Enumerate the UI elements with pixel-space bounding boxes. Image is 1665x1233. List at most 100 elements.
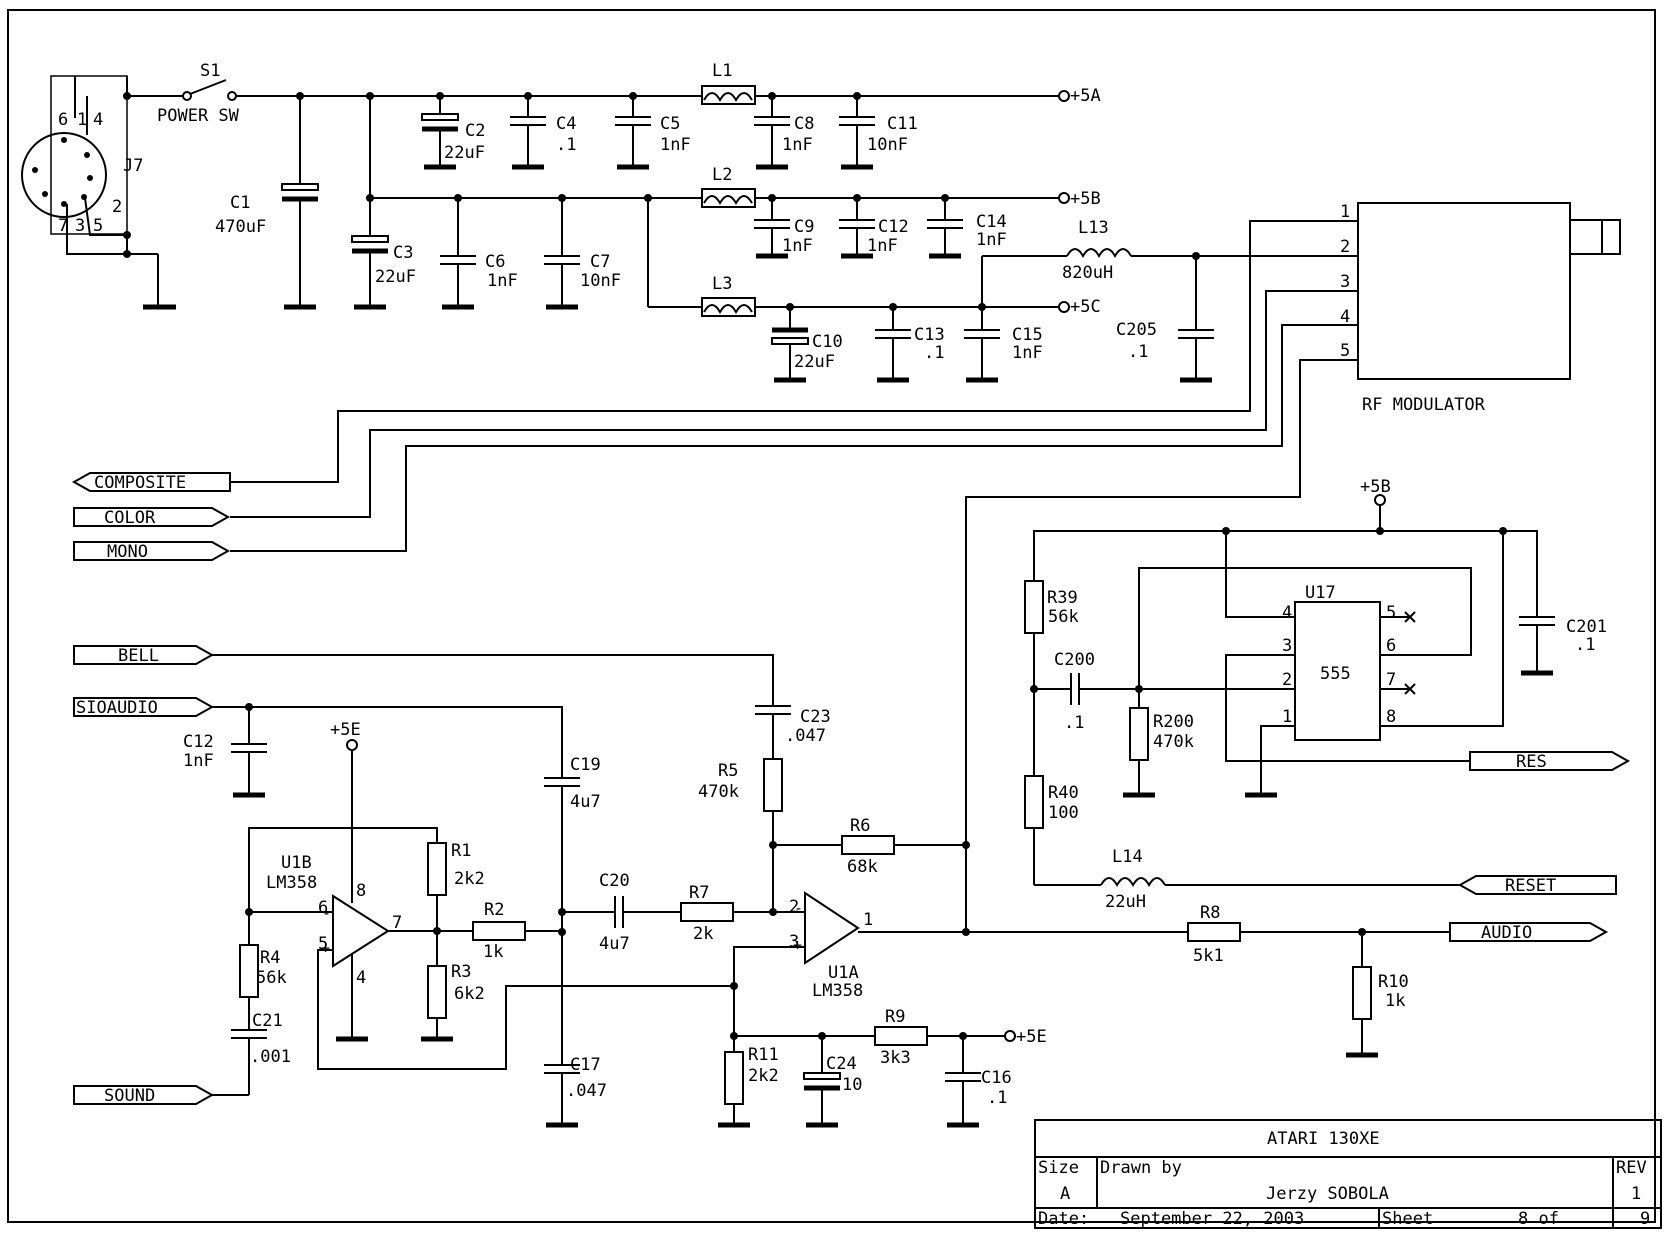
capacitor-c11: C11 10nF: [839, 96, 918, 170]
c6-ref: C6: [485, 252, 505, 272]
title-sheet: 8 of: [1518, 1209, 1559, 1229]
r1-ref: R1: [451, 841, 471, 861]
rf-pin-3: 3: [1340, 272, 1350, 292]
c23-ref: C23: [800, 707, 831, 727]
j7-pin-4: 4: [93, 110, 103, 130]
u17-pin-7: 7: [1386, 670, 1396, 690]
c21-value: .047: [566, 1081, 607, 1101]
port-mono: MONO: [73, 541, 231, 562]
title-sheet-label: Sheet: [1382, 1209, 1433, 1229]
capacitor-c12-bottom: C12 1nF: [183, 707, 267, 798]
rail-5b-terminal: [1058, 192, 1070, 204]
port-reset-label: RESET: [1505, 876, 1556, 896]
capacitor-c19: C19 4u7: [544, 755, 601, 1065]
r39-ref: R39: [1047, 588, 1078, 608]
capacitor-c205: C205 .1: [1116, 256, 1214, 383]
l2-ref: L2: [712, 165, 732, 185]
r10-ref: R10: [1378, 972, 1409, 992]
port-res: RES: [1469, 751, 1631, 772]
r6-value: 68k: [847, 857, 878, 877]
title-rev-label: REV: [1616, 1158, 1647, 1178]
c3-ref: C3: [393, 243, 413, 263]
c10-ref: C10: [812, 332, 843, 352]
resistor-r200: R200 470k: [1123, 689, 1194, 798]
c21-ref: C17: [570, 1055, 601, 1075]
c13-ref: C13: [914, 325, 945, 345]
port-audio-label: AUDIO: [1481, 923, 1532, 943]
svg-text:-: -: [794, 899, 803, 917]
c12-top-ref: C12: [878, 217, 909, 237]
c12-bottom-value: 1nF: [183, 751, 214, 771]
port-res-label: RES: [1516, 752, 1547, 772]
resistor-r39: R39 56k: [1024, 580, 1079, 776]
power-switch: S1 POWER SW: [127, 61, 240, 126]
r2-value: 1k: [483, 942, 503, 962]
c201-value: .1: [1575, 635, 1595, 655]
c5-value: 1nF: [660, 135, 691, 155]
capacitor-c12-top: C12 1nF: [839, 198, 909, 259]
u1a-pin-1: 1: [863, 910, 873, 930]
title-sheet-total: 9: [1640, 1209, 1650, 1229]
r10-value: 1k: [1385, 991, 1405, 1011]
inductor-l1: L1: [701, 61, 756, 105]
c1-value: 470uF: [215, 217, 266, 237]
c24-ref: C24: [826, 1054, 857, 1074]
capacitor-c21: C17 .047: [544, 1055, 607, 1128]
c17-value: .001: [250, 1047, 291, 1067]
port-color-label: COLOR: [104, 508, 156, 528]
r9-value: 3k3: [880, 1048, 911, 1068]
u1a-part: LM358: [812, 981, 863, 1001]
capacitor-c6: C6 1nF: [440, 198, 518, 310]
capacitor-c20: C20 4u7: [599, 871, 630, 954]
r40-value: 100: [1048, 803, 1079, 823]
c14-ref: C14: [976, 212, 1007, 232]
nc-pin7-icon: [1404, 683, 1416, 695]
c200-value: .1: [1064, 713, 1084, 733]
u1a-pin-2: 2: [789, 897, 799, 917]
resistor-r9: R9 3k3: [874, 1007, 928, 1068]
u17-pin-6: 6: [1386, 636, 1396, 656]
r7-value: 2k: [693, 924, 713, 944]
resistor-r5: R5 470k: [698, 758, 783, 912]
resistor-r40: R40 100: [1024, 775, 1079, 885]
s1-name: POWER SW: [157, 106, 240, 126]
c4-value: .1: [556, 135, 576, 155]
r200-value: 470k: [1153, 732, 1194, 752]
r4-ref: R4: [260, 948, 280, 968]
u1a-pin-3: 3: [789, 932, 799, 952]
opamp-u1b: - + U1B LM358 6 5 7 8 4: [266, 853, 402, 988]
port-bell-label: BELL: [118, 646, 159, 666]
port-bell: BELL: [73, 645, 215, 666]
u17-pin-8: 8: [1386, 707, 1396, 727]
c5-ref: C5: [660, 114, 680, 134]
c19-value: 4u7: [570, 792, 601, 812]
title-date-label: Date:: [1038, 1209, 1089, 1229]
rail-5b2-label: +5B: [1360, 477, 1391, 497]
c11-ref: C11: [887, 114, 918, 134]
rail-5e-bottom-terminal: [1004, 1030, 1016, 1042]
l14-ref: L14: [1112, 847, 1143, 867]
c3-value: 22uF: [375, 267, 416, 287]
j7-pin-5: 5: [93, 216, 103, 236]
c200-ref: C200: [1054, 650, 1095, 670]
rail-5e-top-terminal: [346, 739, 358, 751]
l14-value: 22uH: [1105, 892, 1146, 912]
rf-pin-2: 2: [1340, 237, 1350, 257]
c24-value: 10: [842, 1075, 862, 1095]
capacitor-c2: C2 22uF: [421, 96, 485, 170]
resistor-r10: R10 1k: [1346, 932, 1409, 1058]
r11-ref: R11: [748, 1045, 779, 1065]
r3-ref: R3: [451, 962, 471, 982]
svg-text:+: +: [793, 936, 802, 954]
r8-ref: R8: [1200, 903, 1220, 923]
rail-5e-top-label: +5E: [330, 720, 361, 740]
c20-value: 4u7: [599, 934, 630, 954]
resistor-r1: R1 2k2: [427, 841, 485, 966]
u17-pin-1: 1: [1282, 707, 1292, 727]
rail-5e-bottom-label: +5E: [1016, 1027, 1047, 1047]
l13-ref: L13: [1078, 218, 1109, 238]
j7-pin-3: 3: [75, 216, 85, 236]
c1-ref: C1: [230, 193, 250, 213]
resistor-r6: R6 68k: [841, 816, 895, 877]
c205-value: .1: [1128, 342, 1148, 362]
